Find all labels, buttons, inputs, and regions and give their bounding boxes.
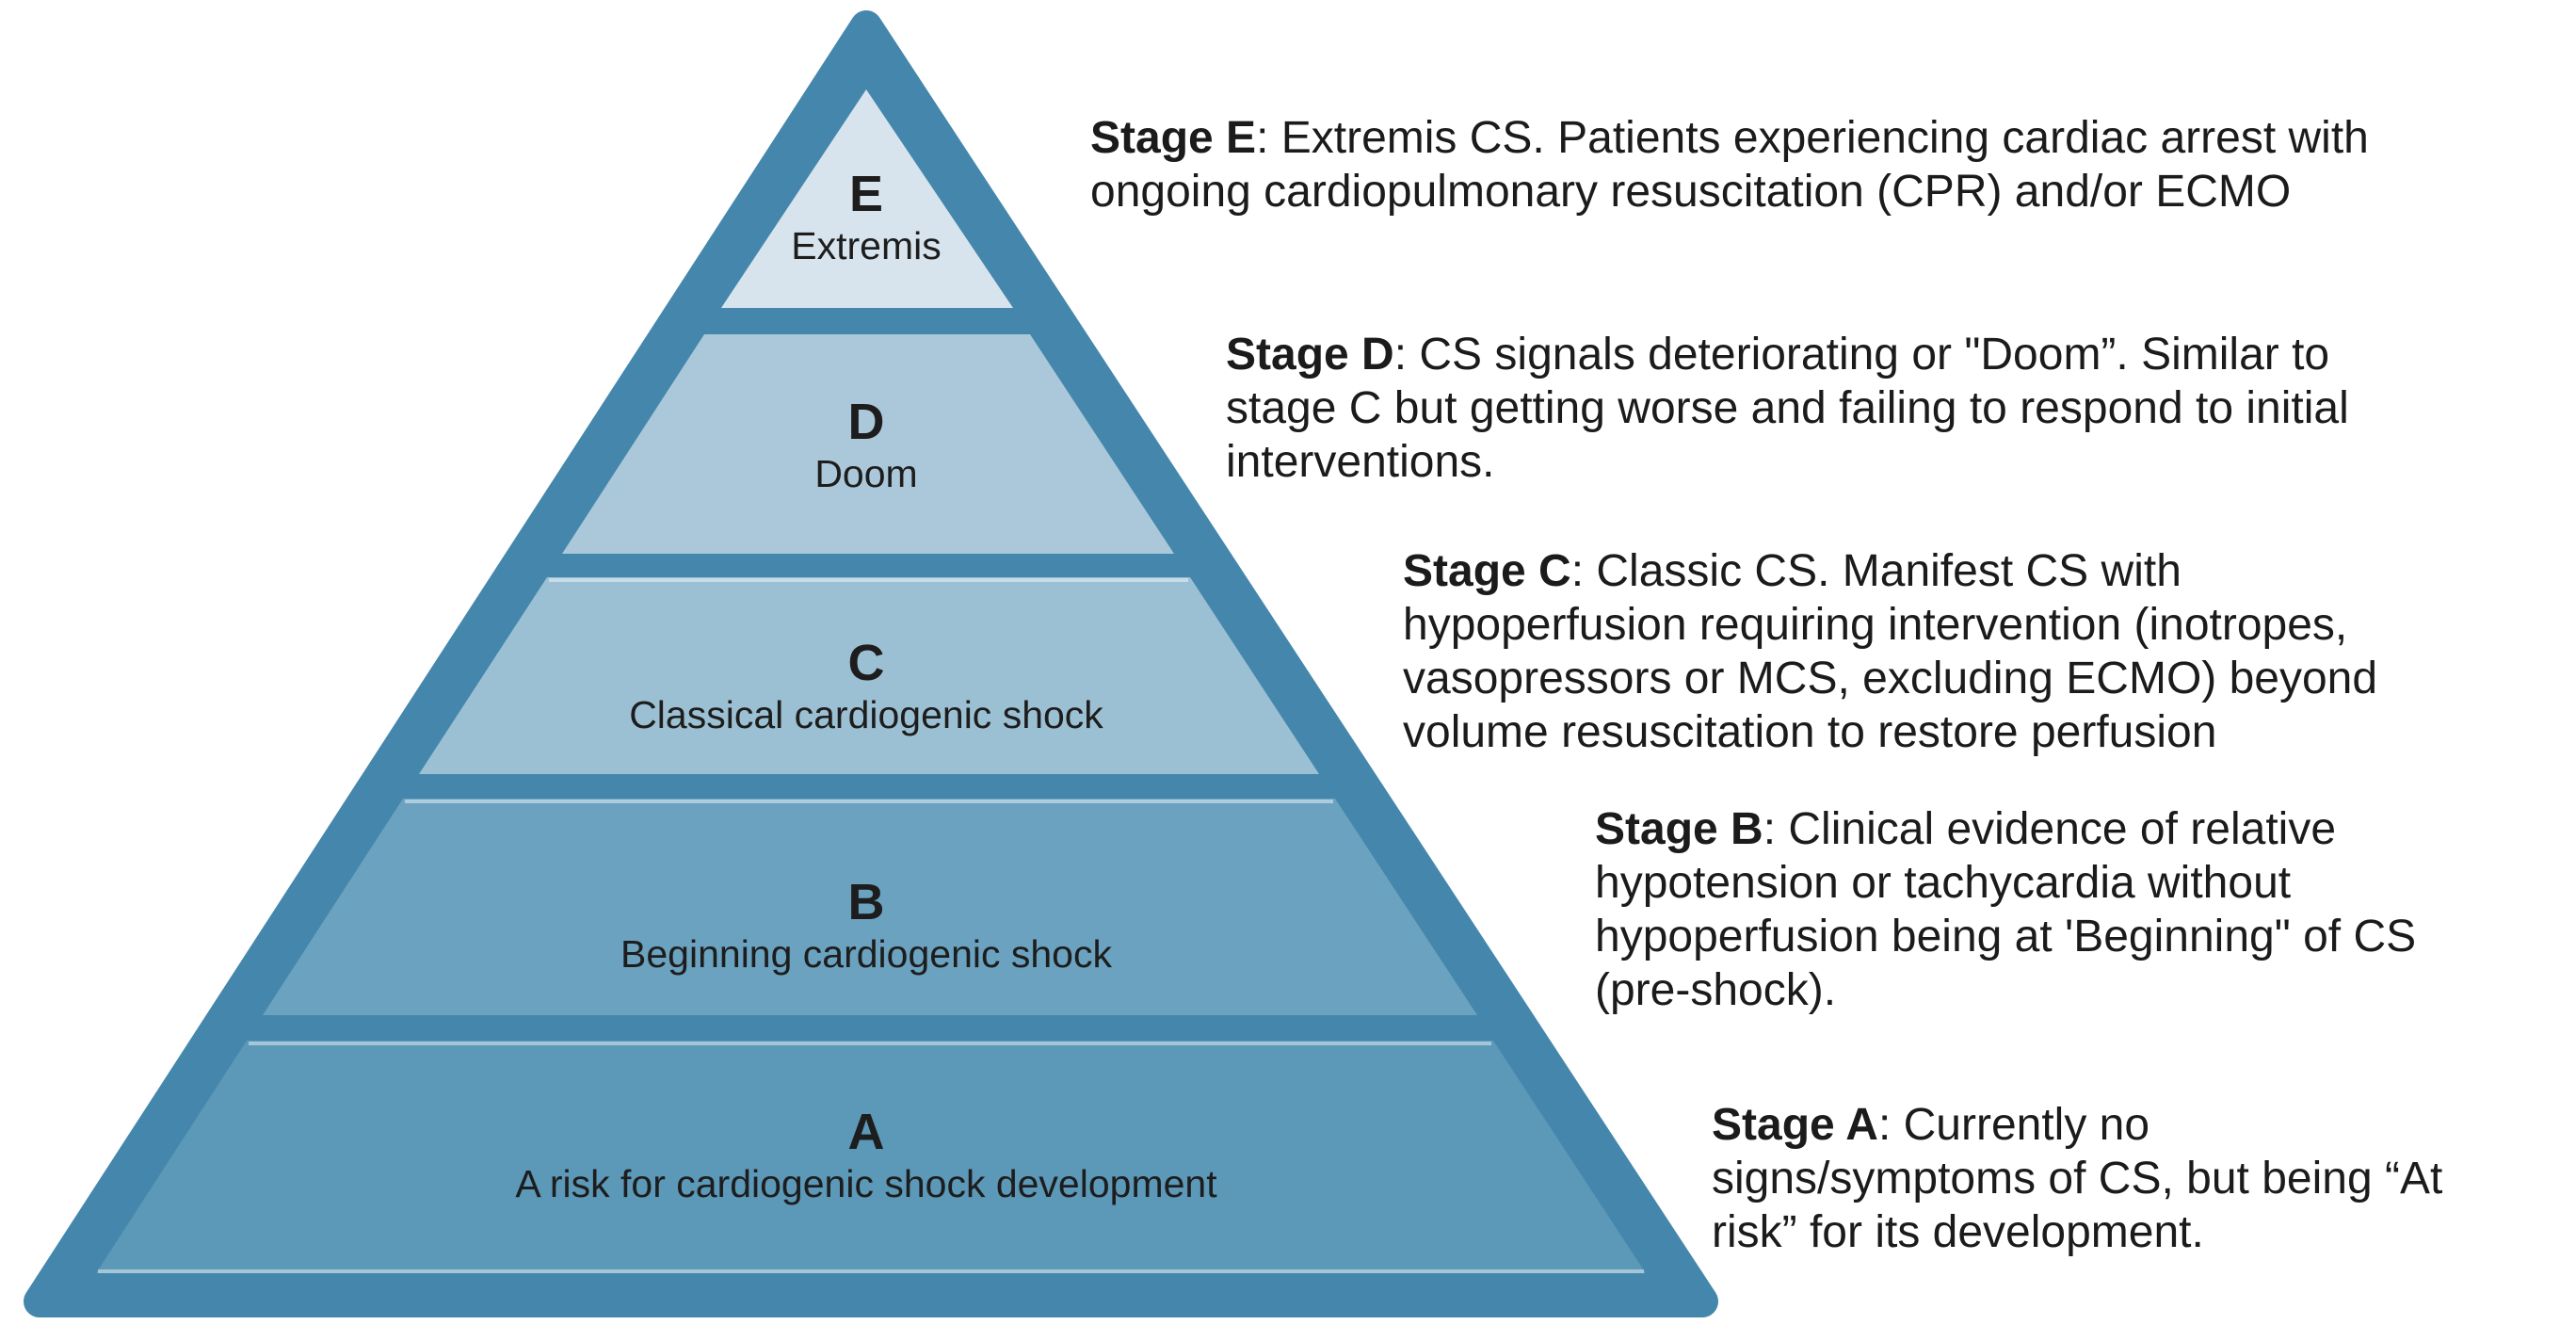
stage-c-description-body: : Classic CS. Manifest CS with hypoperfu…: [1403, 546, 2378, 757]
stage-c-description-title: Stage C: [1403, 546, 1571, 596]
pyramid-section-e: [721, 89, 1013, 308]
stage-e-description-title: Stage E: [1090, 113, 1257, 163]
stage-a-description: Stage A: Currently no signs/symptoms of …: [1712, 1098, 2442, 1259]
stage-d-description-title: Stage D: [1226, 330, 1394, 380]
stage-letter-d: D: [847, 394, 885, 450]
stage-d-description-body: : CS signals deteriorating or "Doom”. Si…: [1226, 330, 2349, 487]
stage-e-description: Stage E: Extremis CS. Patients experienc…: [1090, 111, 2369, 218]
stage-a-description-title: Stage A: [1712, 1100, 1878, 1150]
pyramid-label-a: A A risk for cardiogenic shock developme…: [515, 1106, 1216, 1205]
stage-letter-c: C: [847, 635, 885, 691]
stage-name-b: Beginning cardiogenic shock: [620, 932, 1112, 976]
stage-letter-e: E: [848, 166, 884, 222]
pyramid-label-c: C Classical cardiogenic shock: [629, 637, 1103, 736]
stage-name-e: Extremis: [791, 224, 942, 267]
stage-name-d: Doom: [814, 452, 918, 495]
pyramid-label-b: B Beginning cardiogenic shock: [620, 876, 1112, 976]
stage-c-description: Stage C: Classic CS. Manifest CS with hy…: [1403, 544, 2377, 759]
stage-d-description: Stage D: CS signals deteriorating or "Do…: [1226, 328, 2349, 489]
pyramid-label-e: E Extremis: [791, 168, 941, 267]
stage-letter-b: B: [847, 874, 885, 930]
stage-letter-a: A: [847, 1104, 885, 1160]
pyramid-section-a: [96, 1041, 1646, 1273]
stage-b-description-body: : Clinical evidence of relative hypotens…: [1595, 804, 2417, 1015]
pyramid-section-b: [263, 799, 1477, 1015]
stage-b-description-title: Stage B: [1595, 804, 1763, 854]
stage-e-description-body: : Extremis CS. Patients experiencing car…: [1090, 113, 2369, 217]
pyramid-section-c: [419, 577, 1319, 774]
stage-name-a: A risk for cardiogenic shock development: [515, 1162, 1217, 1205]
stage-name-c: Classical cardiogenic shock: [629, 693, 1103, 736]
stage-b-description: Stage B: Clinical evidence of relative h…: [1595, 802, 2416, 1017]
pyramid-label-d: D Doom: [814, 396, 917, 495]
pyramid-section-d: [562, 334, 1174, 554]
stage-a-description-body: : Currently no signs/symptoms of CS, but…: [1712, 1100, 2443, 1257]
